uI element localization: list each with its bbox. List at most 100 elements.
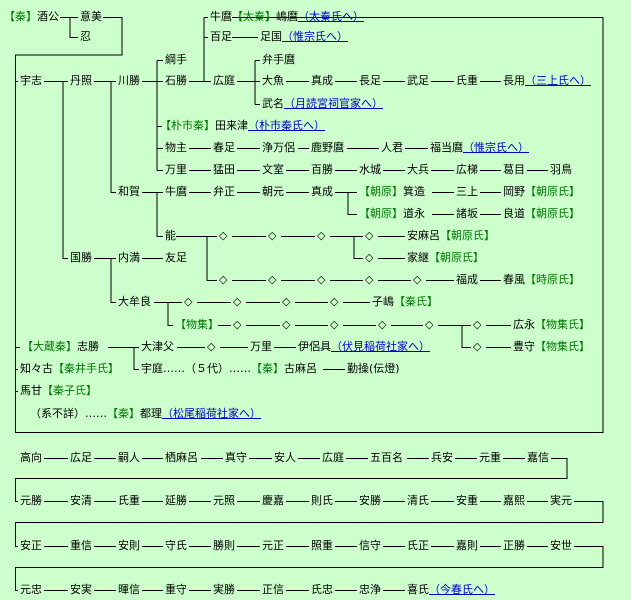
person-node: ◇ bbox=[365, 273, 373, 287]
lineage-link[interactable]: （松尾稲荷社家へ） bbox=[162, 407, 261, 420]
clan-label: 【朝原氏】 bbox=[525, 185, 580, 198]
person-name: 重守 bbox=[165, 583, 187, 596]
person-node: 兵安 bbox=[431, 451, 453, 465]
clan-label: 【秦子氏】 bbox=[42, 384, 97, 397]
person-node: 長用（三上氏へ） bbox=[503, 74, 591, 88]
clan-label: 【物集氏】 bbox=[535, 318, 590, 331]
person-name: 真成 bbox=[311, 185, 333, 198]
person-name: ◇ bbox=[233, 318, 242, 331]
lineage-link[interactable]: （月読宮祠官家へ） bbox=[284, 97, 383, 110]
person-node: 丹照 bbox=[70, 74, 92, 88]
clan-label: 【太秦】 bbox=[232, 10, 276, 23]
person-node: ◇ bbox=[268, 273, 276, 287]
person-node: ◇ bbox=[282, 318, 290, 332]
person-node: ◇ bbox=[282, 295, 290, 309]
person-node: 安清 bbox=[70, 494, 92, 508]
person-name: 実元 bbox=[550, 494, 572, 507]
person-name: ◇ bbox=[233, 295, 242, 308]
person-node: 内満 bbox=[118, 251, 140, 265]
person-name: 大津父 bbox=[141, 340, 174, 353]
lineage-link[interactable]: （太秦氏へ） bbox=[298, 10, 364, 23]
person-name: ◇ bbox=[268, 229, 277, 242]
lineage-link[interactable]: （朴市秦氏へ） bbox=[248, 119, 325, 132]
person-node: 則氏 bbox=[311, 494, 333, 508]
person-name: 忠浄 bbox=[359, 583, 381, 596]
person-node: 【朝原】道永 bbox=[359, 207, 425, 221]
person-name: 志勝 bbox=[77, 340, 99, 353]
person-name: 綱手 bbox=[165, 53, 187, 66]
person-name: 内満 bbox=[118, 251, 140, 264]
person-node: 延勝 bbox=[165, 494, 187, 508]
person-node: 実勝 bbox=[213, 583, 235, 597]
person-node: 春足 bbox=[213, 141, 235, 155]
clan-label: 【朝原氏】 bbox=[525, 207, 580, 220]
person-name: 弁手麿 bbox=[262, 53, 295, 66]
lineage-link[interactable]: （惟宗氏へ） bbox=[282, 30, 348, 43]
person-name: 人君 bbox=[381, 141, 403, 154]
person-name: ◇ bbox=[268, 273, 277, 286]
person-node: 良道【朝原氏】 bbox=[503, 207, 580, 221]
person-name: 箕造 bbox=[403, 185, 425, 198]
person-node: 長足 bbox=[359, 74, 381, 88]
person-node: 元照 bbox=[213, 494, 235, 508]
person-node: 伊侶具（伏見稲荷社家へ） bbox=[298, 340, 430, 354]
clan-label: 【秦井手氏】 bbox=[53, 362, 119, 375]
person-node: 葛目 bbox=[503, 163, 525, 177]
person-node: 勤操(伝燈) bbox=[347, 362, 400, 376]
person-node: 安世 bbox=[550, 539, 572, 553]
person-node: 安勝 bbox=[359, 494, 381, 508]
person-name: 広庭 bbox=[213, 74, 235, 87]
person-name: 道永 bbox=[403, 207, 425, 220]
person-name: 則氏 bbox=[311, 494, 333, 507]
clan-label: 【秦】 bbox=[251, 362, 284, 375]
person-name: 春風 bbox=[503, 273, 525, 286]
person-node: 安則 bbox=[118, 539, 140, 553]
person-name: 水城 bbox=[359, 163, 381, 176]
person-name: 広梯 bbox=[456, 163, 478, 176]
person-node: ◇ bbox=[473, 318, 481, 332]
lineage-link[interactable]: （伏見稲荷社家へ） bbox=[331, 340, 430, 353]
person-name: 川勝 bbox=[118, 74, 140, 87]
person-name: 安勝 bbox=[359, 494, 381, 507]
person-node: 鹿野麿 bbox=[311, 141, 344, 155]
person-name: 元照 bbox=[213, 494, 235, 507]
person-name: 福成 bbox=[456, 273, 478, 286]
person-node: ◇ bbox=[184, 295, 192, 309]
person-node: 照重 bbox=[311, 539, 333, 553]
person-node: 友足 bbox=[165, 251, 187, 265]
person-node: 諸坂 bbox=[456, 207, 478, 221]
person-name: 田来津 bbox=[215, 119, 248, 132]
person-name: 岡野 bbox=[503, 185, 525, 198]
person-node: 嘉則 bbox=[456, 539, 478, 553]
person-name: 意美 bbox=[80, 10, 102, 23]
person-name: 広永 bbox=[513, 318, 535, 331]
person-node: 広梯 bbox=[456, 163, 478, 177]
person-node: 猛田 bbox=[213, 163, 235, 177]
person-name: 守氏 bbox=[165, 539, 187, 552]
person-node: 【秦】酒公 bbox=[4, 10, 59, 24]
person-node: ◇ bbox=[425, 318, 433, 332]
lineage-link[interactable]: （三上氏へ） bbox=[525, 74, 591, 87]
person-name: 安麻呂 bbox=[407, 229, 440, 242]
person-node: ◇ bbox=[268, 229, 276, 243]
person-name: 安則 bbox=[118, 539, 140, 552]
person-node: 三上 bbox=[456, 185, 478, 199]
person-node: 知々古【秦井手氏】 bbox=[20, 362, 119, 376]
person-name: 元忠 bbox=[20, 583, 42, 596]
person-name: 丹照 bbox=[70, 74, 92, 87]
person-name: 国勝 bbox=[70, 251, 92, 264]
person-name: 豊守 bbox=[513, 340, 535, 353]
person-node: 嗣人 bbox=[118, 451, 140, 465]
person-name: 喜氏 bbox=[407, 583, 429, 596]
lineage-link[interactable]: （惟宗氏へ） bbox=[463, 141, 529, 154]
person-node: ◇ bbox=[233, 318, 241, 332]
person-node: 朝元 bbox=[262, 185, 284, 199]
lineage-link[interactable]: （今春氏へ） bbox=[429, 583, 495, 596]
person-node: ◇ bbox=[378, 318, 386, 332]
person-name: 物主 bbox=[165, 141, 187, 154]
person-name: ◇ bbox=[317, 229, 326, 242]
person-name: 正勝 bbox=[503, 539, 525, 552]
person-name: 春足 bbox=[213, 141, 235, 154]
person-name: 重信 bbox=[70, 539, 92, 552]
person-node: 豊守【物集氏】 bbox=[513, 340, 590, 354]
